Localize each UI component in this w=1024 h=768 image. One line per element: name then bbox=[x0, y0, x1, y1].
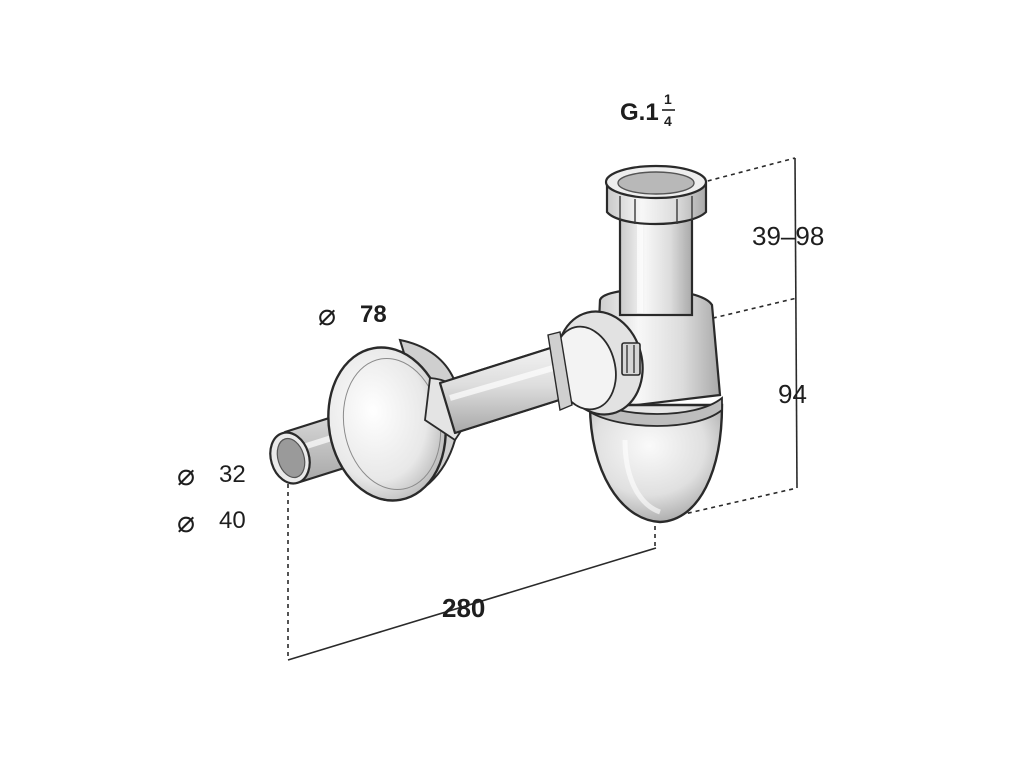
pipe-diameter-large-label: ⌀ 40 bbox=[177, 506, 246, 539]
flange-diameter-label: ⌀ 78 bbox=[318, 299, 387, 332]
side-union-nut bbox=[547, 310, 644, 416]
height-top-label: 39–98 bbox=[752, 221, 824, 251]
diameter-symbol: ⌀ bbox=[318, 299, 336, 332]
top-slip-nut bbox=[604, 164, 708, 226]
thread-size-label: G.1 1 4 bbox=[620, 91, 675, 129]
inlet-tube bbox=[618, 208, 694, 317]
length-label: 280 bbox=[442, 593, 485, 623]
thread-fraction-numerator: 1 bbox=[664, 91, 672, 107]
pipe-diameter-small-value: 32 bbox=[219, 461, 246, 488]
diameter-symbol: ⌀ bbox=[177, 506, 195, 539]
wall-flange bbox=[327, 338, 467, 502]
thread-fraction-denominator: 4 bbox=[664, 113, 672, 129]
thread-prefix: G.1 bbox=[620, 99, 659, 126]
height-trap-label: 94 bbox=[778, 379, 807, 409]
flange-diameter-value: 78 bbox=[360, 301, 387, 328]
trap-body bbox=[588, 288, 724, 524]
pipe-diameter-small-label: ⌀ 32 bbox=[177, 459, 246, 492]
pipe-diameter-large-value: 40 bbox=[219, 507, 246, 534]
diameter-symbol: ⌀ bbox=[177, 459, 195, 492]
